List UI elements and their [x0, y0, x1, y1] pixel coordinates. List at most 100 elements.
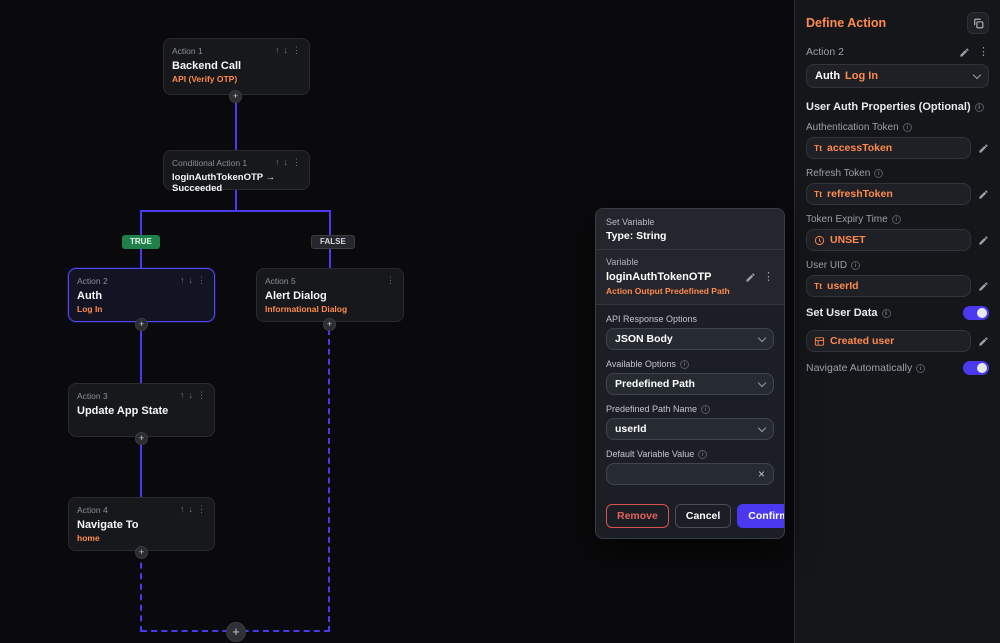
api-response-options-label: API Response Options — [606, 314, 698, 324]
node-subtitle: Log In — [77, 304, 103, 314]
define-action-panel: Define Action Action 2 ⋮ Auth Log In Use… — [794, 0, 1000, 643]
info-icon[interactable]: i — [679, 360, 689, 369]
info-icon[interactable]: i — [851, 261, 861, 270]
clear-input-icon[interactable]: × — [757, 467, 765, 481]
move-up-icon[interactable]: ↑ — [275, 45, 280, 55]
user-uid-field[interactable]: Tt userId — [806, 275, 971, 297]
kebab-menu-icon[interactable]: ⋮ — [292, 45, 301, 55]
add-action-button[interactable]: + — [135, 318, 148, 331]
text-type-icon: Tt — [814, 281, 823, 291]
move-up-icon[interactable]: ↑ — [180, 504, 185, 514]
chevron-down-icon — [972, 70, 982, 79]
node-navigate-to[interactable]: Action 4 ↑ ↓ ⋮ Navigate To home — [68, 497, 215, 551]
set-user-data-toggle[interactable] — [963, 306, 989, 320]
edit-pencil-icon[interactable] — [978, 336, 989, 347]
info-icon[interactable]: i — [698, 450, 708, 459]
kebab-menu-icon[interactable]: ⋮ — [197, 390, 206, 400]
add-action-button[interactable]: + — [229, 90, 242, 103]
kebab-menu-icon[interactable]: ⋮ — [292, 157, 301, 167]
node-title: loginAuthTokenOTP → Succeeded — [172, 172, 276, 194]
node-title: Navigate To — [77, 519, 139, 531]
text-type-icon: Tt — [814, 189, 823, 199]
add-action-button[interactable]: + — [135, 546, 148, 559]
kebab-menu-icon[interactable]: ⋮ — [763, 270, 774, 283]
node-title: Auth — [77, 290, 103, 302]
true-branch-badge: TRUE — [122, 235, 160, 249]
node-title: Backend Call — [172, 60, 242, 72]
action-type-select[interactable]: Auth Log In — [806, 64, 989, 88]
variable-source: Action Output Predefined Path — [606, 286, 730, 296]
dashed-connector-line — [140, 552, 142, 632]
branch-split-line — [141, 210, 331, 212]
api-response-options-select[interactable]: JSON Body — [606, 328, 774, 350]
kebab-menu-icon[interactable]: ⋮ — [386, 275, 395, 285]
edit-pencil-icon[interactable] — [978, 281, 989, 292]
move-up-icon[interactable]: ↑ — [180, 390, 185, 400]
text-type-icon: Tt — [814, 143, 823, 153]
info-icon[interactable]: i — [902, 123, 912, 132]
token-expiry-time-field[interactable]: UNSET — [806, 229, 971, 251]
node-update-app-state[interactable]: Action 3 ↑ ↓ ⋮ Update App State — [68, 383, 215, 437]
edit-pencil-icon[interactable] — [745, 272, 756, 283]
connector-line — [140, 435, 142, 499]
action-flow-canvas: TRUE FALSE + + + + + + Action 1 ↑ ↓ ⋮ Ba… — [68, 38, 785, 642]
edit-pencil-icon[interactable] — [978, 235, 989, 246]
node-label: Action 2 — [77, 276, 108, 286]
info-icon[interactable]: i — [701, 405, 711, 414]
kebab-menu-icon[interactable]: ⋮ — [978, 45, 989, 58]
created-user-field[interactable]: Created user — [806, 330, 971, 352]
node-subtitle: API (Verify OTP) — [172, 74, 238, 84]
kebab-menu-icon[interactable]: ⋮ — [197, 504, 206, 514]
node-label: Action 1 — [172, 46, 203, 56]
add-action-button-end[interactable]: + — [226, 622, 246, 642]
node-label: Action 4 — [77, 505, 108, 515]
add-action-button[interactable]: + — [135, 432, 148, 445]
chevron-down-icon — [757, 378, 767, 387]
authentication-token-field[interactable]: Tt accessToken — [806, 137, 971, 159]
node-title: Update App State — [77, 405, 169, 417]
cancel-button[interactable]: Cancel — [674, 504, 732, 528]
node-backend-call[interactable]: Action 1 ↑ ↓ ⋮ Backend Call API (Verify … — [163, 38, 310, 95]
move-down-icon[interactable]: ↓ — [188, 390, 194, 400]
info-icon[interactable]: i — [874, 169, 884, 178]
action-number-label: Action 2 — [806, 46, 844, 58]
move-down-icon[interactable]: ↓ — [283, 157, 289, 167]
refresh-token-field[interactable]: Tt refreshToken — [806, 183, 971, 205]
node-conditional[interactable]: Conditional Action 1 ↑ ↓ ⋮ loginAuthToke… — [163, 150, 310, 194]
navigate-automatically-toggle[interactable] — [963, 361, 989, 375]
confirm-button[interactable]: Confirm — [737, 504, 784, 528]
default-variable-value-input[interactable]: × — [606, 463, 774, 485]
variable-type: Type: String — [606, 230, 667, 242]
info-icon[interactable]: i — [891, 215, 901, 224]
remove-button[interactable]: Remove — [606, 504, 669, 528]
move-up-icon[interactable]: ↑ — [180, 275, 185, 285]
node-auth-login[interactable]: Action 2 ↑ ↓ ⋮ Auth Log In — [68, 268, 215, 322]
add-action-button[interactable]: + — [323, 318, 336, 331]
edit-pencil-icon[interactable] — [978, 143, 989, 154]
kebab-menu-icon[interactable]: ⋮ — [197, 275, 206, 285]
clock-icon — [814, 235, 825, 246]
move-up-icon[interactable]: ↑ — [275, 157, 280, 167]
node-subtitle: home — [77, 533, 100, 543]
predefined-path-name-select[interactable]: userId — [606, 418, 774, 440]
move-down-icon[interactable]: ↓ — [283, 45, 289, 55]
copy-actions-button[interactable] — [967, 12, 989, 34]
info-icon[interactable]: i — [974, 103, 984, 112]
move-down-icon[interactable]: ↓ — [188, 275, 194, 285]
edit-pencil-icon[interactable] — [959, 47, 970, 58]
popover-header: Set Variable Type: String — [596, 209, 784, 250]
node-subtitle: Informational Dialog — [265, 304, 348, 314]
available-options-select[interactable]: Predefined Path — [606, 373, 774, 395]
info-icon[interactable]: i — [881, 309, 891, 318]
info-icon[interactable]: i — [916, 364, 926, 373]
node-alert-dialog[interactable]: Action 5 ⋮ Alert Dialog Informational Di… — [256, 268, 404, 322]
move-down-icon[interactable]: ↓ — [188, 504, 194, 514]
dashed-connector-line — [328, 329, 330, 632]
variable-name: loginAuthTokenOTP — [606, 271, 712, 283]
node-label: Action 3 — [77, 391, 108, 401]
edit-pencil-icon[interactable] — [978, 189, 989, 200]
